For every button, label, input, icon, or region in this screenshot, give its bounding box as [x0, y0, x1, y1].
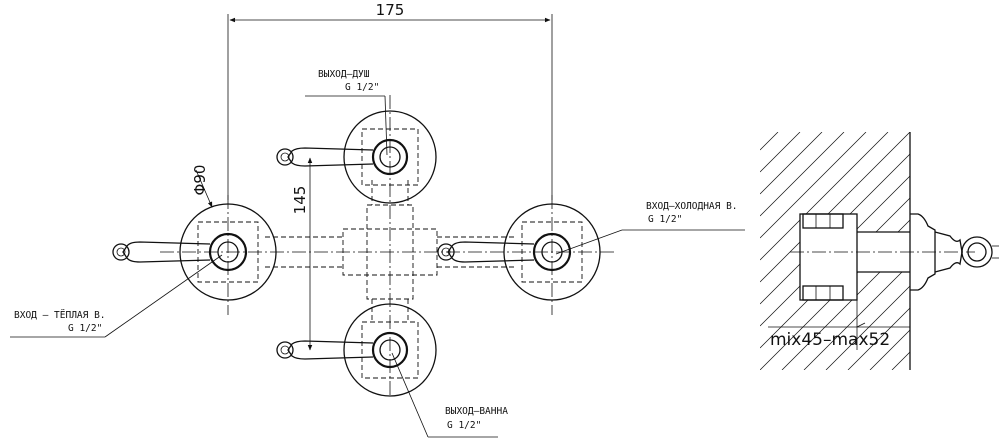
callout-bath-outlet: ВЫХОД–ВАННА G 1/2" — [391, 352, 508, 438]
diameter-90-label: Φ90 — [191, 165, 209, 196]
shower-outlet-name: ВЫХОД–ДУШ — [318, 69, 370, 80]
embedded-body — [790, 213, 975, 301]
cold-inlet-name: ВХОД–ХОЛОДНАЯ В. — [646, 201, 738, 212]
hidden-body — [265, 180, 515, 322]
wall-hatch — [760, 132, 910, 370]
rosette-profile — [910, 213, 999, 291]
valve-top — [276, 110, 437, 204]
callout-cold-inlet: ВХОД–ХОЛОДНАЯ В. G 1/2" — [555, 201, 745, 255]
dimension-175-label: 175 — [376, 1, 405, 19]
shower-outlet-thread: G 1/2" — [345, 82, 379, 93]
center-lines — [160, 95, 615, 395]
bath-outlet-thread: G 1/2" — [447, 420, 481, 431]
valve-right — [437, 203, 601, 301]
callout-warm-inlet: ВХОД – ТЁПЛАЯ В. G 1/2" — [10, 254, 223, 338]
warm-inlet-name: ВХОД – ТЁПЛАЯ В. — [14, 310, 106, 321]
valve-bottom — [276, 303, 437, 397]
wall-range-label: mix45–max52 — [770, 330, 890, 350]
diameter-90: Φ90 — [191, 165, 213, 208]
valve-left — [112, 203, 277, 301]
dimension-175: 175 — [227, 1, 553, 200]
bath-outlet-name: ВЫХОД–ВАННА — [445, 406, 508, 417]
cold-inlet-thread: G 1/2" — [648, 214, 682, 225]
callout-shower-outlet: ВЫХОД–ДУШ G 1/2" — [305, 69, 388, 156]
warm-inlet-thread: G 1/2" — [68, 323, 102, 334]
front-view: 175 145 Φ90 ВЫХОД–ДУШ G 1/2" ВХОД – ТЁПЛ… — [10, 1, 745, 438]
dimension-145-label: 145 — [291, 186, 309, 215]
dimension-145: 145 — [291, 157, 313, 351]
side-view: mix45–max52 — [760, 132, 999, 370]
dimension-wall-range: mix45–max52 — [768, 300, 911, 350]
